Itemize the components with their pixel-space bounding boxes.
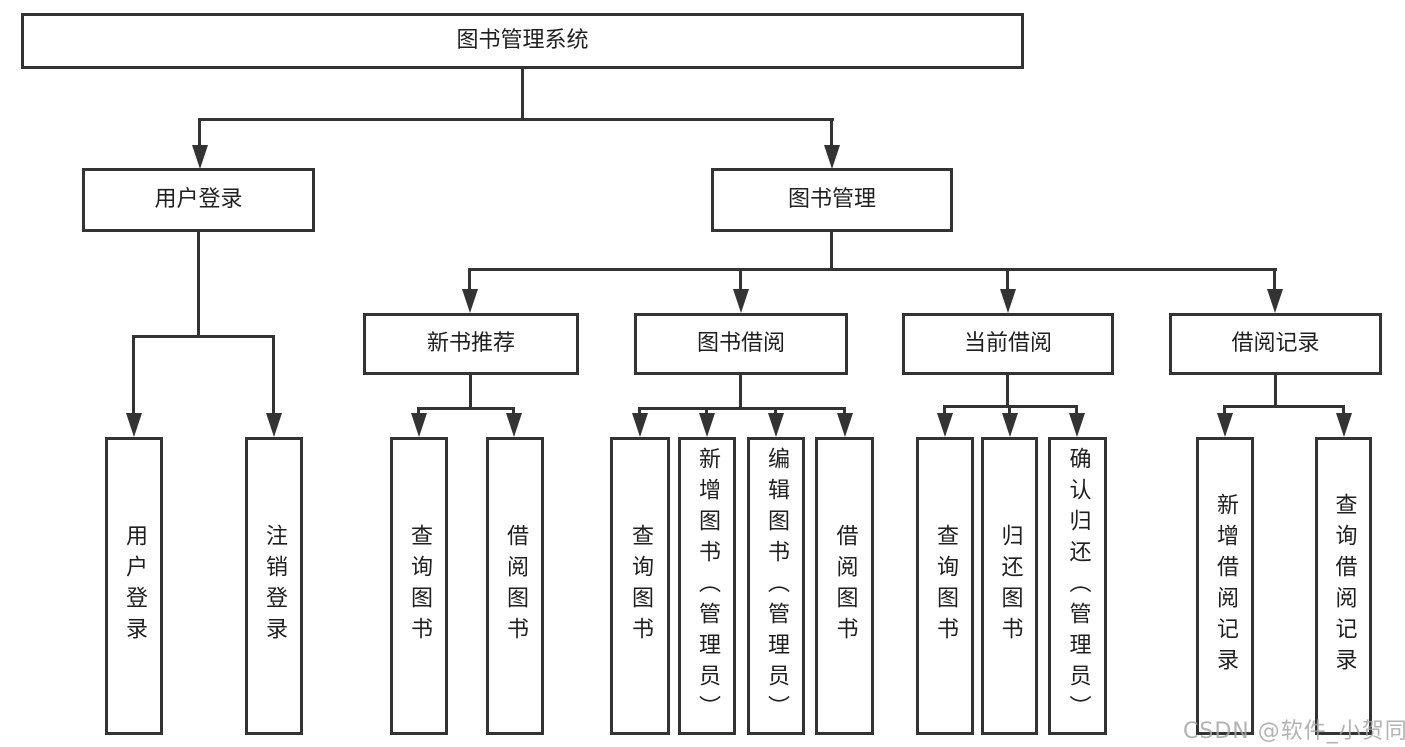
node-current-borrow: 当前借阅 — [902, 313, 1114, 375]
leaf-newbook-query-book: 查询图书 — [390, 437, 448, 735]
connector-line — [198, 118, 201, 145]
connector-line — [469, 375, 472, 407]
leaf-user-login: 用户登录 — [105, 437, 163, 735]
leaf-current-query-book: 查询图书 — [916, 437, 974, 735]
connector-line — [1273, 268, 1276, 289]
arrow-down-icon — [1000, 289, 1016, 313]
connector-line — [1342, 405, 1345, 413]
arrow-down-icon — [266, 413, 282, 437]
connector-line — [774, 407, 777, 413]
connector-line — [639, 407, 846, 410]
node-book-management: 图书管理 — [711, 168, 953, 232]
connector-line — [132, 335, 135, 413]
csdn-watermark: CSDN @软件_小贺同学 — [1183, 719, 1405, 744]
leaf-borrow-edit-book-admin: 编辑图书（管理员） — [747, 437, 805, 735]
leaf-record-add-borrow-record: 新增借阅记录 — [1196, 437, 1254, 735]
arrow-down-icon — [192, 145, 208, 169]
connector-line — [705, 407, 708, 413]
arrow-down-icon — [1336, 413, 1352, 437]
connector-line — [638, 407, 641, 413]
connector-line — [1223, 405, 1226, 413]
arrow-down-icon — [699, 413, 715, 437]
arrow-down-icon — [1002, 413, 1018, 437]
connector-line — [197, 232, 200, 335]
connector-line — [843, 407, 846, 413]
leaf-logout: 注销登录 — [245, 437, 303, 735]
node-borrow-record: 借阅记录 — [1169, 313, 1382, 375]
leaf-record-query-borrow-record: 查询借阅记录 — [1315, 437, 1372, 735]
arrow-down-icon — [768, 413, 784, 437]
connector-line — [521, 69, 524, 118]
connector-line — [417, 407, 420, 413]
node-user-login: 用户登录 — [82, 168, 315, 232]
connector-line — [830, 232, 833, 268]
node-book-borrow: 图书借阅 — [634, 313, 848, 375]
leaf-current-confirm-return-admin: 确认归还（管理员） — [1048, 437, 1107, 735]
connector-line — [739, 268, 742, 289]
arrow-down-icon — [632, 413, 648, 437]
connector-line — [739, 375, 742, 407]
arrow-down-icon — [1267, 289, 1283, 313]
connector-line — [272, 335, 275, 413]
arrow-down-icon — [1069, 413, 1085, 437]
connector-line — [1006, 268, 1009, 289]
arrow-down-icon — [506, 413, 522, 437]
connector-line — [468, 268, 471, 289]
leaf-borrow-borrow-book: 借阅图书 — [815, 437, 874, 735]
arrow-down-icon — [824, 145, 840, 169]
arrow-down-icon — [462, 289, 478, 313]
arrow-down-icon — [411, 413, 427, 437]
arrow-down-icon — [937, 413, 953, 437]
connector-line — [418, 407, 515, 410]
connector-line — [1006, 375, 1009, 405]
connector-line — [1075, 405, 1078, 413]
connector-line — [133, 335, 275, 338]
leaf-borrow-query-book: 查询图书 — [610, 437, 670, 735]
connector-line — [1008, 405, 1011, 413]
connector-line — [830, 118, 833, 145]
leaf-current-return-book: 归还图书 — [981, 437, 1038, 735]
connector-line — [469, 268, 1277, 271]
arrow-down-icon — [126, 413, 142, 437]
arrow-down-icon — [733, 289, 749, 313]
arrow-down-icon — [837, 413, 853, 437]
connector-line — [1274, 375, 1277, 405]
connector-line — [943, 405, 946, 413]
connector-line — [199, 118, 834, 121]
connector-line — [1224, 405, 1344, 408]
leaf-newbook-borrow-book: 借阅图书 — [486, 437, 544, 735]
node-library-management-system: 图书管理系统 — [21, 13, 1024, 69]
arrow-down-icon — [1217, 413, 1233, 437]
leaf-borrow-add-book-admin: 新增图书（管理员） — [678, 437, 736, 735]
connector-line — [512, 407, 515, 413]
node-new-book-recommend: 新书推荐 — [363, 313, 579, 375]
